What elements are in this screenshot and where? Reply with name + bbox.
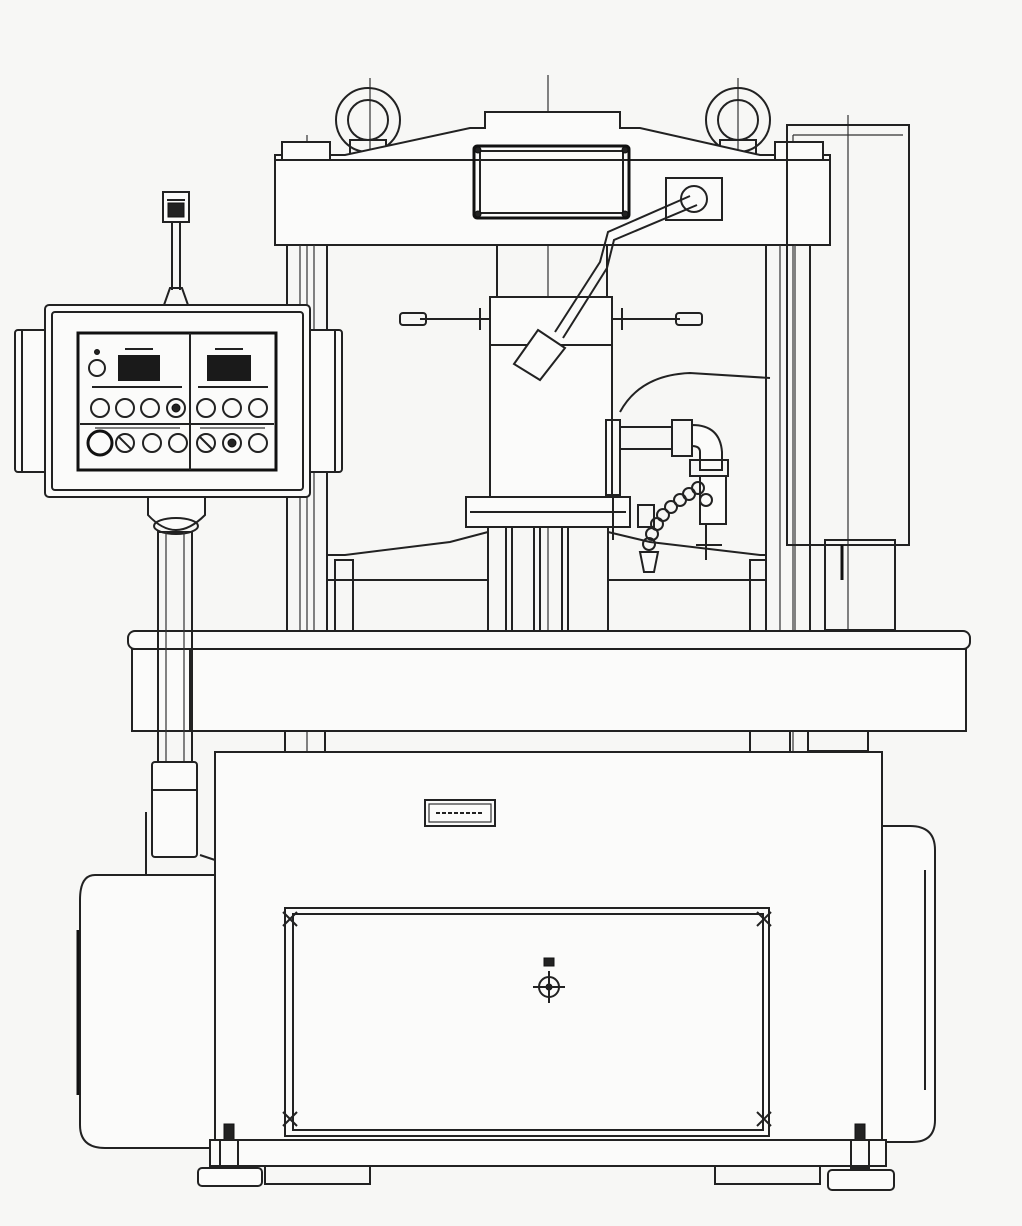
control-knob[interactable] xyxy=(142,433,162,453)
motor xyxy=(76,825,936,1149)
control-knob[interactable] xyxy=(115,398,135,418)
door-latch[interactable] xyxy=(533,957,565,1003)
control-knob[interactable] xyxy=(140,398,160,418)
base-cabinet xyxy=(214,751,883,1141)
control-knob[interactable] xyxy=(248,398,268,418)
control-panel xyxy=(14,191,343,535)
display-left xyxy=(88,348,160,381)
leveling-foot-left xyxy=(197,1123,263,1187)
control-knob[interactable] xyxy=(90,398,110,418)
inner-frame-base xyxy=(327,531,767,632)
panel-support-arm xyxy=(145,531,216,930)
control-knob[interactable] xyxy=(168,433,188,453)
flex-nozzle xyxy=(638,481,705,573)
base-plinth xyxy=(197,1123,895,1191)
coolant-piping xyxy=(605,371,771,573)
control-knob[interactable] xyxy=(248,433,268,453)
leveling-foot-right xyxy=(827,1123,895,1191)
knob-row-lower xyxy=(86,427,268,457)
knob-row-upper xyxy=(90,386,268,418)
work-table xyxy=(127,630,971,754)
spindle-head xyxy=(399,244,703,632)
display-right xyxy=(207,348,251,381)
control-knob[interactable] xyxy=(196,398,216,418)
nameplate xyxy=(424,799,496,827)
signal-tower xyxy=(162,191,190,306)
emergency-stop-button[interactable] xyxy=(86,429,114,457)
control-knob[interactable] xyxy=(222,398,242,418)
top-crown xyxy=(274,87,831,246)
lamp-arm xyxy=(512,195,698,382)
access-door xyxy=(282,907,772,1137)
